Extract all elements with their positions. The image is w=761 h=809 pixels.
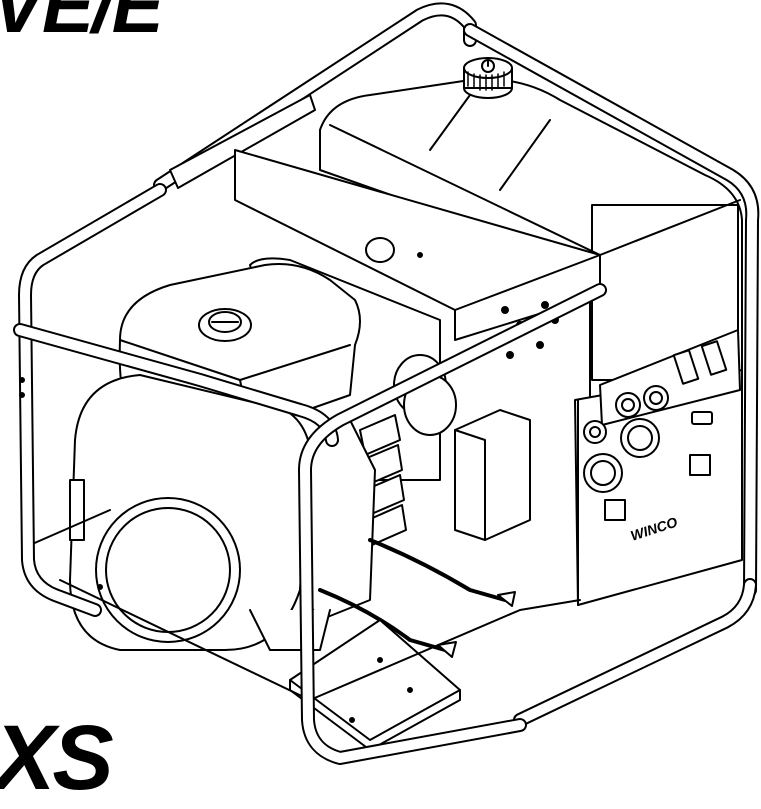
battery-cables: [318, 538, 516, 658]
generator-illustration: WINCO: [13, 2, 760, 765]
cross-brace: [169, 94, 601, 359]
control-panel: [574, 329, 743, 606]
model-name-fragment: VE/E: [0, 0, 164, 49]
fuel-cap-icon: [463, 57, 513, 99]
engine: [69, 257, 531, 651]
rear-frame: [153, 2, 760, 727]
front-frame: [13, 183, 607, 765]
